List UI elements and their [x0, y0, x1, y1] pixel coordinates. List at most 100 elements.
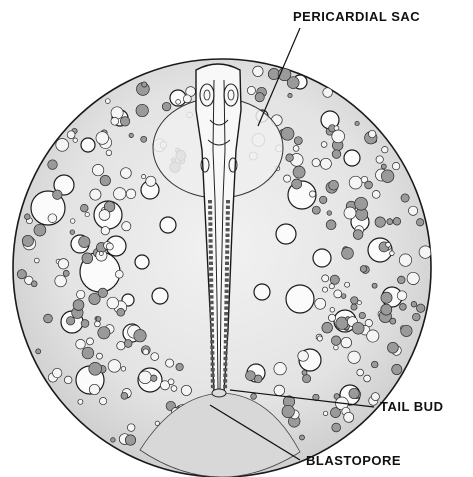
yolk-granule	[255, 93, 264, 102]
yolk-granule	[352, 322, 364, 334]
yolk-granule	[122, 222, 131, 231]
somite	[225, 250, 229, 253]
yolk-granule	[393, 218, 401, 226]
yolk-granule	[120, 117, 129, 126]
yolk-granule	[303, 375, 311, 383]
somite	[210, 329, 214, 332]
yolk-granule	[31, 281, 37, 287]
yolk-granule	[121, 367, 126, 372]
somite	[225, 256, 229, 259]
yolk-granule	[53, 368, 62, 377]
somite	[211, 368, 215, 371]
yolk-granule	[121, 393, 128, 400]
somite	[211, 385, 215, 388]
yolk-granule	[330, 308, 335, 313]
somite	[225, 273, 229, 276]
somite	[208, 211, 212, 214]
somite	[209, 284, 213, 287]
yolk-granule	[357, 301, 361, 305]
somite	[210, 306, 214, 309]
yolk-droplet	[160, 217, 176, 233]
yolk-granule	[247, 86, 255, 94]
yolk-granule	[372, 283, 377, 288]
yolk-granule	[364, 375, 371, 382]
yolk-granule	[284, 175, 291, 182]
yolk-granule	[329, 180, 339, 190]
yolk-granule	[360, 266, 367, 273]
yolk-granule	[85, 212, 89, 216]
yolk-granule	[286, 154, 294, 162]
yolk-granule	[136, 104, 148, 116]
somite	[224, 312, 228, 315]
somite	[223, 368, 227, 371]
yolk-granule	[53, 190, 62, 199]
yolk-granule	[253, 66, 263, 76]
yolk-granule	[114, 188, 126, 200]
yolk-droplet	[276, 224, 296, 244]
yolk-granule	[44, 314, 53, 323]
yolk-granule	[355, 197, 368, 210]
yolk-granule	[66, 317, 74, 325]
yolk-granule	[56, 139, 69, 152]
yolk-granule	[82, 253, 93, 264]
yolk-granule	[48, 214, 57, 223]
yolk-granule	[417, 304, 425, 312]
yolk-granule	[330, 275, 339, 284]
yolk-granule	[332, 150, 341, 159]
yolk-granule	[96, 317, 101, 322]
yolk-granule	[107, 297, 119, 309]
yolk-granule	[117, 342, 125, 350]
yolk-granule	[36, 349, 41, 354]
yolk-granule	[134, 330, 146, 342]
somite	[224, 329, 228, 332]
somite	[223, 379, 227, 382]
somite	[225, 295, 229, 298]
yolk-granule	[293, 166, 305, 178]
yolk-granule	[58, 259, 68, 269]
yolk-granule	[315, 298, 326, 309]
somite	[223, 374, 227, 377]
yolk-granule	[376, 156, 383, 163]
somite	[210, 346, 214, 349]
yolk-granule	[355, 121, 359, 125]
somite	[209, 234, 213, 237]
yolk-droplet	[344, 150, 360, 166]
yolk-granule	[89, 384, 99, 394]
yolk-granule	[312, 206, 320, 214]
yolk-granule	[55, 275, 67, 287]
yolk-granule	[81, 320, 89, 328]
somite	[224, 301, 228, 304]
yolk-granule	[323, 411, 327, 415]
yolk-granule	[353, 230, 363, 240]
yolk-granule	[251, 394, 257, 400]
somite	[226, 234, 230, 237]
yolk-granule	[90, 189, 101, 200]
somite	[210, 351, 214, 354]
yolk-granule	[302, 370, 307, 375]
somite	[208, 200, 212, 203]
yolk-granule	[382, 147, 388, 153]
somite	[210, 334, 214, 337]
pericardial-sac-label: PERICARDIAL SAC	[293, 9, 420, 24]
yolk-granule	[246, 371, 256, 381]
yolk-granule	[375, 217, 385, 227]
yolk-granule	[322, 287, 327, 292]
somite	[211, 374, 215, 377]
yolk-granule	[387, 219, 393, 225]
yolk-granule	[281, 127, 294, 140]
yolk-granule	[168, 379, 174, 385]
yolk-granule	[334, 290, 342, 298]
yolk-granule	[329, 284, 334, 289]
yolk-granule	[17, 270, 26, 279]
yolk-granule	[399, 254, 411, 266]
yolk-granule	[73, 138, 77, 142]
somite	[223, 362, 227, 365]
yolk-granule	[146, 176, 156, 186]
somite	[225, 239, 229, 242]
yolk-granule	[392, 364, 402, 374]
yolk-granule	[390, 251, 395, 256]
yolk-granule	[292, 179, 302, 189]
yolk-granule	[70, 230, 75, 235]
blastopore-label: BLASTOPORE	[306, 453, 401, 468]
yolk-granule	[371, 361, 378, 368]
